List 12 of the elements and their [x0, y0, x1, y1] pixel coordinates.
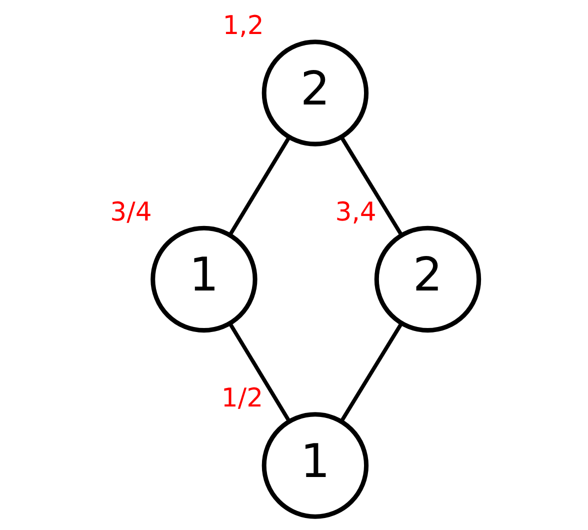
- node-circle: 1: [150, 226, 257, 333]
- connector: [228, 322, 290, 422]
- node-label: 1/2: [220, 384, 263, 414]
- node-circle: 2: [261, 40, 368, 146]
- node-label: 3,4: [334, 197, 376, 228]
- connector: [339, 136, 403, 236]
- connector: [228, 136, 290, 236]
- node-circle: 2: [374, 226, 481, 333]
- node-circle: 1: [261, 412, 368, 519]
- node-label: 1,2: [222, 11, 264, 42]
- connector: [339, 322, 402, 422]
- node-label: 3/4: [110, 197, 152, 228]
